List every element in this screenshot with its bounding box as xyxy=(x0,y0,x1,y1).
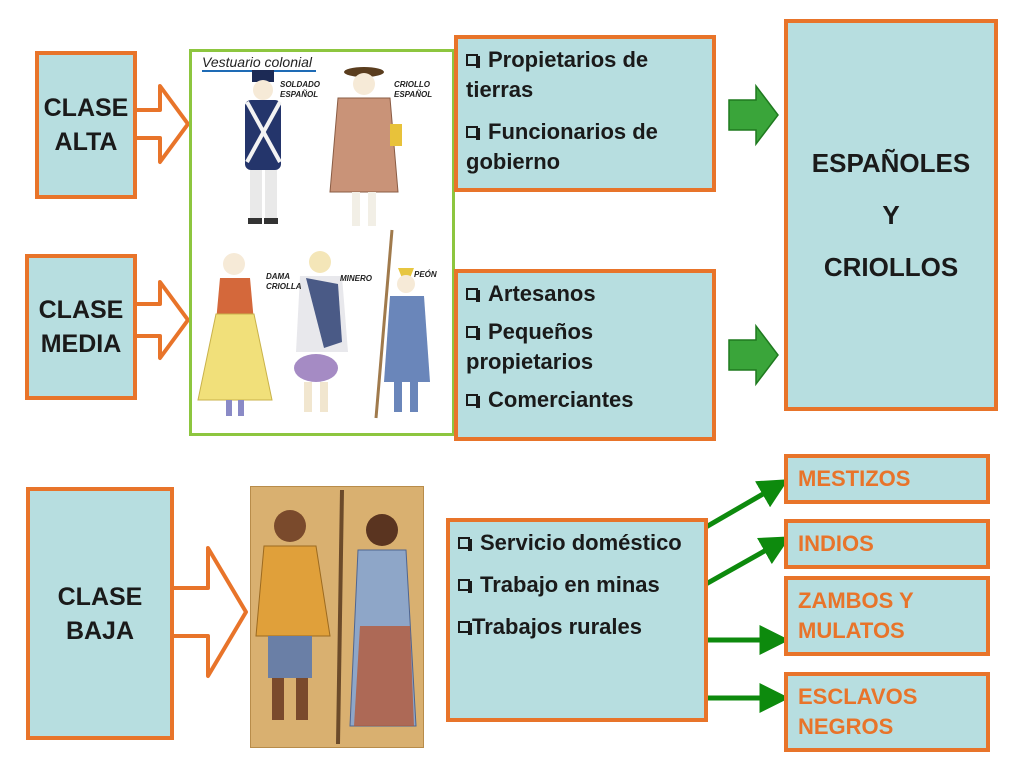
list-item: Trabajo en minas xyxy=(458,570,696,600)
zambos-mulatos-box: ZAMBOS Y MULATOS xyxy=(784,576,990,656)
list-item-text: Trabajo en minas xyxy=(480,572,660,597)
peon-figure xyxy=(374,229,430,419)
list-item: Servicio doméstico xyxy=(458,528,696,558)
list-item: Trabajos rurales xyxy=(458,612,696,642)
list-item-text: Propietarios de tierras xyxy=(466,47,649,102)
group-line3: CRIOLLOS xyxy=(823,252,959,282)
clase-baja-box: CLASE BAJA xyxy=(26,487,174,740)
list-item: Comerciantes xyxy=(466,385,704,415)
list-item: Pequeños propietarios xyxy=(466,317,704,377)
checkbox-bullet-icon xyxy=(466,288,480,302)
group-label: ZAMBOS Y MULATOS xyxy=(798,588,914,643)
dama-criolla-figure xyxy=(197,253,273,416)
list-item-text: Artesanos xyxy=(488,281,596,306)
list-item: Propietarios de tierras xyxy=(466,45,704,105)
checkbox-bullet-icon xyxy=(458,579,472,593)
clase-media-arrow xyxy=(132,280,190,360)
clase-alta-box: CLASE ALTA xyxy=(35,51,137,199)
indios-box: INDIOS xyxy=(784,519,990,569)
group-line2: Y xyxy=(882,200,900,230)
clase-alta-line2: ALTA xyxy=(54,128,118,156)
colonial-painting xyxy=(250,486,424,748)
colonial-clothing-illustration: Vestuario colonial xyxy=(189,49,455,436)
checkbox-bullet-icon xyxy=(466,54,480,68)
mestizos-box: MESTIZOS xyxy=(784,454,990,504)
label-minero: MINERO xyxy=(340,274,372,283)
clase-alta-line1: CLASE xyxy=(43,94,129,122)
group-label: ESCLAVOS NEGROS xyxy=(798,684,918,739)
clase-baja-list: Servicio doméstico Trabajo en minas Trab… xyxy=(446,518,708,722)
green-block-arrow-top xyxy=(728,83,779,147)
group-label: INDIOS xyxy=(798,531,874,556)
clase-media-box: CLASE MEDIA xyxy=(25,254,137,400)
esclavos-negros-box: ESCLAVOS NEGROS xyxy=(784,672,990,752)
list-item-text: Comerciantes xyxy=(488,387,634,412)
checkbox-bullet-icon xyxy=(458,621,472,635)
arrow-to-mestizos xyxy=(704,479,789,530)
arrow-to-indios xyxy=(704,536,791,587)
list-item-text: Servicio doméstico xyxy=(480,530,682,555)
group-label: MESTIZOS xyxy=(798,466,911,491)
clase-baja-line2: BAJA xyxy=(65,616,135,645)
criollo-figure xyxy=(329,67,402,226)
espanoles-criollos-box: ESPAÑOLES Y CRIOLLOS xyxy=(784,19,998,411)
list-item-text: Pequeños propietarios xyxy=(466,319,594,374)
green-block-arrow-bottom xyxy=(728,323,779,387)
group-line1: ESPAÑOLES xyxy=(811,148,971,178)
label-dama: DAMA CRIOLLA xyxy=(266,272,302,291)
list-item-text: Trabajos rurales xyxy=(472,614,642,639)
list-item: Artesanos xyxy=(466,279,704,309)
soldier-figure xyxy=(245,70,282,224)
checkbox-bullet-icon xyxy=(466,326,480,340)
clase-baja-line1: CLASE xyxy=(57,582,143,611)
label-peon: PEÓN xyxy=(414,270,437,279)
clase-media-line1: CLASE xyxy=(38,296,124,324)
minero-figure xyxy=(294,251,348,412)
clase-media-list: Artesanos Pequeños propietarios Comercia… xyxy=(454,269,716,441)
label-criollo: CRIOLLO ESPAÑOL xyxy=(394,80,433,99)
figures-drawing xyxy=(197,67,430,419)
checkbox-bullet-icon xyxy=(466,126,480,140)
clase-baja-arrow xyxy=(168,546,248,678)
clase-alta-arrow xyxy=(132,84,190,164)
clase-media-line2: MEDIA xyxy=(40,330,122,358)
clase-alta-list: Propietarios de tierras Funcionarios de … xyxy=(454,35,716,192)
list-item: Funcionarios de gobierno xyxy=(466,117,704,177)
checkbox-bullet-icon xyxy=(458,537,472,551)
list-item-text: Funcionarios de gobierno xyxy=(466,119,658,174)
checkbox-bullet-icon xyxy=(466,394,480,408)
label-soldado: SOLDADO ESPAÑOL xyxy=(280,80,320,99)
